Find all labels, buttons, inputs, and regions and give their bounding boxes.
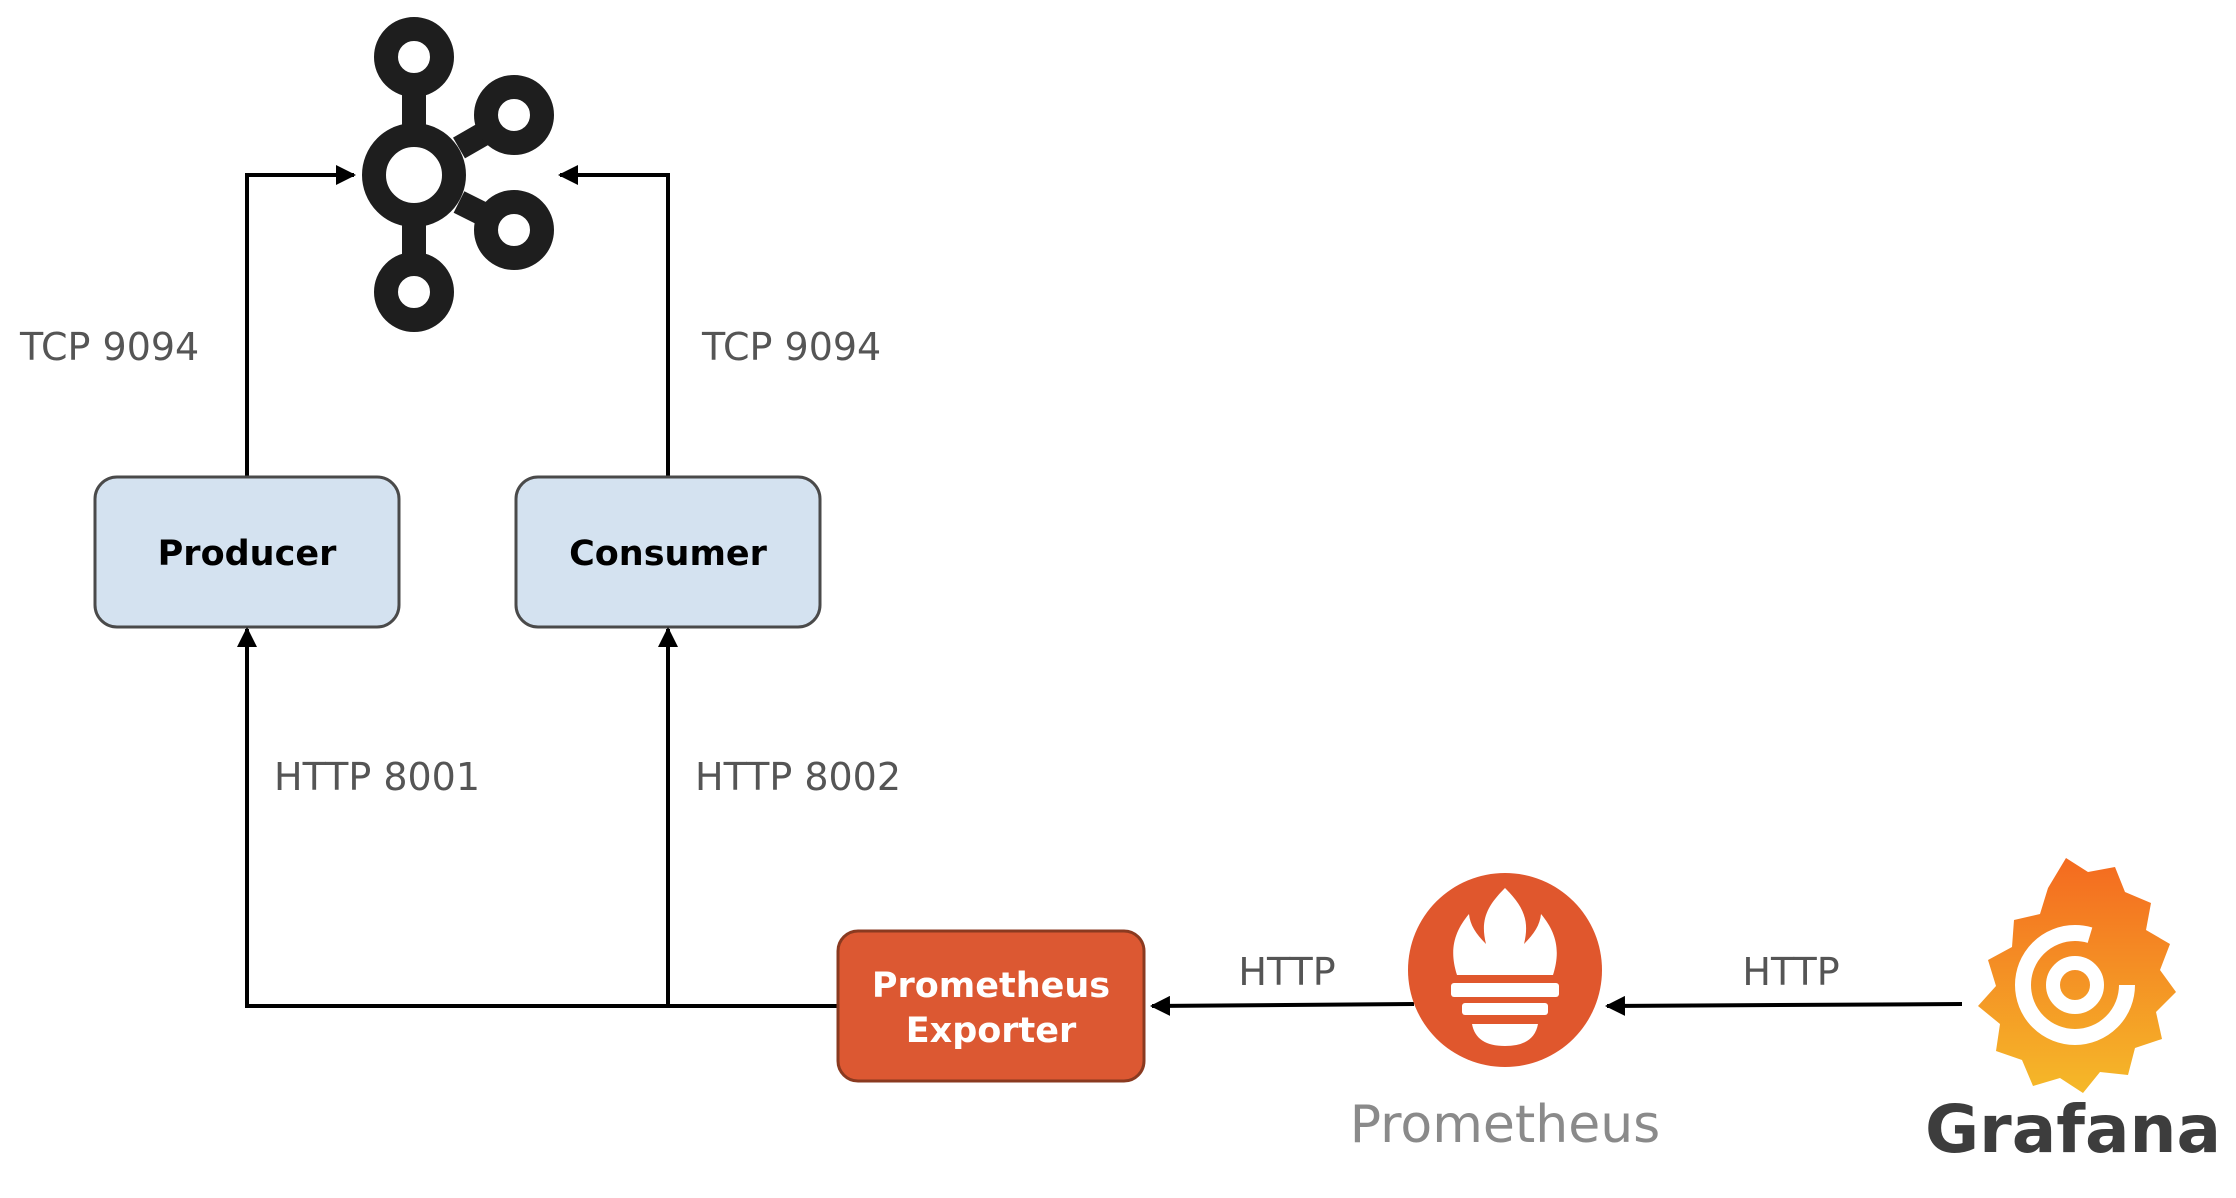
- prometheus-logo-icon: [1408, 873, 1602, 1067]
- consumer-kafka-port-label: TCP 9094: [701, 325, 881, 369]
- exporter-label-line2: Exporter: [906, 1011, 1077, 1051]
- grafana-logo-icon: [1978, 858, 2176, 1093]
- producer-label: Producer: [158, 534, 337, 574]
- prometheus-to-exporter-arrow: [1150, 995, 1415, 1016]
- grafana-to-prometheus-arrow: [1605, 995, 1963, 1016]
- consumer-metrics-port-label: HTTP 8002: [695, 755, 901, 799]
- consumer-to-kafka-arrow: [558, 165, 670, 477]
- exporter-label-line1: Prometheus: [872, 966, 1110, 1006]
- consumer-label: Consumer: [569, 534, 768, 574]
- kafka-logo-icon: [362, 17, 554, 332]
- prometheus-wordmark: Prometheus: [1350, 1095, 1661, 1155]
- prometheus-exporter-node: Prometheus Exporter: [836, 929, 1146, 1083]
- prometheus-scrape-label: HTTP: [1238, 950, 1335, 994]
- grafana-query-label: HTTP: [1742, 950, 1839, 994]
- producer-metrics-port-label: HTTP 8001: [274, 755, 480, 799]
- producer-node: Producer: [93, 475, 401, 629]
- grafana-wordmark: Grafana: [1925, 1091, 2221, 1168]
- exporter-to-producer-arrow: [237, 627, 838, 1008]
- consumer-node: Consumer: [514, 475, 822, 629]
- producer-kafka-port-label: TCP 9094: [19, 325, 199, 369]
- producer-to-kafka-arrow: [245, 165, 356, 477]
